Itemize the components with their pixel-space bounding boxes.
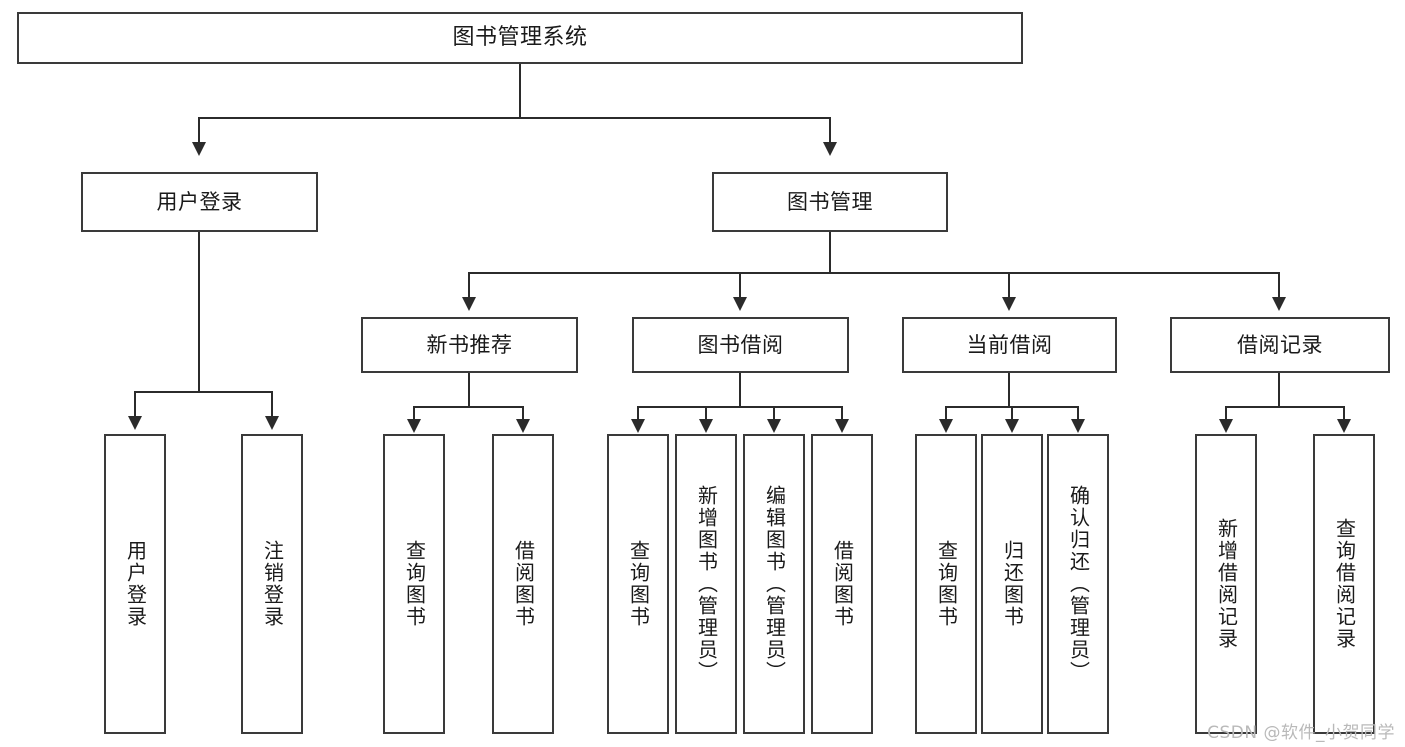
node-new-book-recommend[interactable]: 新书推荐 xyxy=(361,317,578,373)
node-label: 借阅图书 xyxy=(830,540,855,628)
connector-bb-drop-1 xyxy=(637,406,639,422)
arrowhead-leaf-br-2 xyxy=(1337,419,1351,433)
arrowhead-leaf-user-login-2 xyxy=(265,416,279,430)
leaf-br-add-record[interactable]: 新增借阅记录 xyxy=(1195,434,1257,734)
node-label: 图书管理系统 xyxy=(452,25,588,51)
node-root-system[interactable]: 图书管理系统 xyxy=(17,12,1023,64)
arrowhead-leaf-bb-4 xyxy=(835,419,849,433)
connector-cb-stem xyxy=(1008,373,1010,407)
node-label: 编辑图书（管理员） xyxy=(762,485,787,683)
leaf-cb-query-book[interactable]: 查询图书 xyxy=(915,434,977,734)
connector-root-to-book-manage xyxy=(829,117,831,145)
connector-bb-drop-3 xyxy=(773,406,775,422)
arrowhead-leaf-cb-1 xyxy=(939,419,953,433)
node-label: 查询图书 xyxy=(402,540,427,628)
connector-bb-bus xyxy=(637,406,842,408)
arrowhead-leaf-bb-3 xyxy=(767,419,781,433)
arrowhead-leaf-cb-2 xyxy=(1005,419,1019,433)
arrowhead-borrow-record xyxy=(1272,297,1286,311)
connector-user-login-drop-2 xyxy=(271,391,273,419)
connector-book-manage-bus xyxy=(468,272,1279,274)
connector-bm-drop-2 xyxy=(739,272,741,300)
arrowhead-book-borrow xyxy=(733,297,747,311)
node-borrow-record[interactable]: 借阅记录 xyxy=(1170,317,1390,373)
leaf-br-query-record[interactable]: 查询借阅记录 xyxy=(1313,434,1375,734)
connector-nbr-stem xyxy=(468,373,470,407)
leaf-cb-confirm-return-admin[interactable]: 确认归还（管理员） xyxy=(1047,434,1109,734)
leaf-cb-return-book[interactable]: 归还图书 xyxy=(981,434,1043,734)
node-label: 注销登录 xyxy=(260,540,285,628)
connector-user-login-drop-1 xyxy=(134,391,136,419)
connector-cb-drop-1 xyxy=(945,406,947,422)
connector-br-stem xyxy=(1278,373,1280,407)
arrowhead-leaf-br-1 xyxy=(1219,419,1233,433)
node-label: 归还图书 xyxy=(1000,540,1025,628)
node-label: 当前借阅 xyxy=(966,332,1053,357)
connector-bm-drop-1 xyxy=(468,272,470,300)
arrowhead-current-borrow xyxy=(1002,297,1016,311)
leaf-bb-borrow-book[interactable]: 借阅图书 xyxy=(811,434,873,734)
arrowhead-new-book-recommend xyxy=(462,297,476,311)
node-label: 新书推荐 xyxy=(426,332,513,357)
leaf-user-login-login[interactable]: 用户登录 xyxy=(104,434,166,734)
connector-cb-drop-2 xyxy=(1011,406,1013,422)
watermark-text: CSDN @软件_小贺同学 xyxy=(1207,723,1395,743)
connector-book-manage-stem xyxy=(829,232,831,273)
node-label: 用户登录 xyxy=(123,540,148,628)
node-label: 图书管理 xyxy=(787,189,873,214)
connector-nbr-bus xyxy=(413,406,523,408)
leaf-bb-add-book-admin[interactable]: 新增图书（管理员） xyxy=(675,434,737,734)
arrowhead-leaf-bb-2 xyxy=(699,419,713,433)
connector-bm-drop-3 xyxy=(1008,272,1010,300)
connector-nbr-drop-2 xyxy=(522,406,524,422)
node-label: 用户登录 xyxy=(156,189,243,214)
node-book-borrow[interactable]: 图书借阅 xyxy=(632,317,849,373)
node-label: 查询图书 xyxy=(626,540,651,628)
connector-cb-drop-3 xyxy=(1077,406,1079,422)
connector-nbr-drop-1 xyxy=(413,406,415,422)
node-label: 查询图书 xyxy=(934,540,959,628)
connector-user-login-stem xyxy=(198,232,200,392)
connector-bm-drop-4 xyxy=(1278,272,1280,300)
connector-root-stem xyxy=(519,64,521,118)
node-current-borrow[interactable]: 当前借阅 xyxy=(902,317,1117,373)
node-book-manage[interactable]: 图书管理 xyxy=(712,172,948,232)
arrowhead-leaf-bb-1 xyxy=(631,419,645,433)
node-label: 查询借阅记录 xyxy=(1332,518,1357,650)
leaf-user-login-logout[interactable]: 注销登录 xyxy=(241,434,303,734)
connector-bb-drop-2 xyxy=(705,406,707,422)
connector-bb-drop-4 xyxy=(841,406,843,422)
arrowhead-leaf-cb-3 xyxy=(1071,419,1085,433)
leaf-nbr-borrow-book[interactable]: 借阅图书 xyxy=(492,434,554,734)
leaf-bb-query-book[interactable]: 查询图书 xyxy=(607,434,669,734)
connector-user-login-bus xyxy=(134,391,272,393)
connector-br-drop-1 xyxy=(1225,406,1227,422)
connector-root-bus xyxy=(198,117,831,119)
arrowhead-leaf-nbr-2 xyxy=(516,419,530,433)
node-label: 确认归还（管理员） xyxy=(1066,485,1091,683)
arrowhead-leaf-user-login-1 xyxy=(128,416,142,430)
arrowhead-leaf-nbr-1 xyxy=(407,419,421,433)
node-label: 图书借阅 xyxy=(697,332,784,357)
leaf-bb-edit-book-admin[interactable]: 编辑图书（管理员） xyxy=(743,434,805,734)
node-label: 借阅图书 xyxy=(511,540,536,628)
arrowhead-book-manage xyxy=(823,142,837,156)
leaf-nbr-query-book[interactable]: 查询图书 xyxy=(383,434,445,734)
node-label: 新增借阅记录 xyxy=(1214,518,1239,650)
connector-bb-stem xyxy=(739,373,741,407)
arrowhead-user-login xyxy=(192,142,206,156)
connector-br-bus xyxy=(1225,406,1344,408)
connector-root-to-user-login xyxy=(198,117,200,145)
node-user-login[interactable]: 用户登录 xyxy=(81,172,318,232)
node-label: 借阅记录 xyxy=(1237,332,1323,357)
node-label: 新增图书（管理员） xyxy=(694,485,719,683)
connector-br-drop-2 xyxy=(1343,406,1345,422)
